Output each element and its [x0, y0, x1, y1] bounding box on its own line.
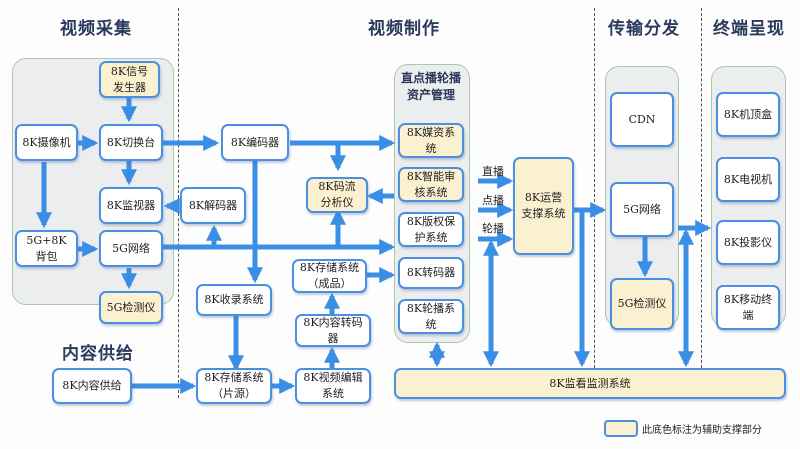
node-content-transcoder[interactable]: 8K内容转码器: [295, 314, 371, 347]
node-label: 5G网络: [112, 241, 150, 255]
node-label: 8K内容供给: [62, 379, 122, 393]
node-label: 8K版权保护系统: [406, 214, 456, 244]
flow-label-vod: 点播: [482, 194, 504, 207]
node-dist-5g-network[interactable]: 5G网络: [610, 182, 674, 237]
node-encoder[interactable]: 8K编码器: [221, 124, 289, 161]
node-label: 8K智能审核系统: [406, 169, 456, 199]
node-cdn[interactable]: CDN: [610, 92, 674, 147]
node-label: 8K解码器: [188, 198, 238, 212]
node-monitor[interactable]: 8K监视器: [99, 187, 163, 224]
node-ops-support[interactable]: 8K运营支撑系统: [513, 157, 574, 255]
section-heading-distribution: 传输分发: [608, 19, 680, 39]
node-tv[interactable]: 8K电视机: [716, 157, 780, 202]
legend-text: 此底色标注为辅助支撑部分: [642, 425, 762, 436]
node-label: 8K轮播系统: [406, 301, 456, 331]
node-storage-source[interactable]: 8K存储系统（片源）: [196, 368, 272, 404]
node-label: 8K转码器: [406, 266, 456, 280]
node-label: 8K电视机: [723, 172, 773, 186]
node-label: 5G检测仪: [617, 297, 667, 311]
divider-production-distribution: [594, 8, 595, 393]
node-label: 8K收录系统: [204, 293, 264, 307]
node-set-top-box[interactable]: 8K机顶盒: [716, 92, 780, 137]
legend-swatch: [604, 420, 638, 437]
node-switcher[interactable]: 8K切换台: [99, 124, 163, 161]
node-label: 8K媒资系统: [406, 125, 456, 155]
node-label: 8K机顶盒: [723, 107, 773, 121]
node-label: 8K信号发生器: [110, 64, 149, 94]
node-label: 8K投影仪: [723, 235, 773, 249]
node-label: 8K切换台: [106, 135, 156, 149]
asset-management-group: [394, 64, 470, 343]
flow-label-playout: 轮播: [482, 222, 504, 235]
node-decoder[interactable]: 8K解码器: [180, 187, 246, 224]
section-heading-supply: 内容供给: [62, 344, 134, 364]
asset-management-title: 直点播轮播资产管理: [400, 71, 461, 102]
node-label: 8K视频编辑系统: [303, 371, 363, 400]
node-transcoder[interactable]: 8K转码器: [398, 257, 464, 289]
node-capture-5g-network[interactable]: 5G网络: [99, 230, 163, 267]
divider-capture-production-lower: [178, 198, 179, 398]
node-signal-generator[interactable]: 8K信号发生器: [99, 61, 160, 98]
node-label: 8K监看监测系统: [549, 376, 631, 390]
node-capture-5g-tester[interactable]: 5G检测仪: [99, 291, 163, 324]
section-heading-production: 视频制作: [368, 19, 440, 39]
flow-label-live: 直播: [482, 165, 504, 178]
node-projector[interactable]: 8K投影仪: [716, 220, 780, 265]
section-heading-terminal: 终端呈现: [713, 19, 785, 39]
node-mobile[interactable]: 8K移动终端: [716, 285, 780, 330]
node-label: 8K运营支撑系统: [521, 191, 566, 220]
divider-distribution-terminal: [701, 8, 702, 393]
node-label: 8K存储系统（片源）: [204, 371, 264, 400]
node-label: 8K编码器: [230, 135, 280, 149]
node-label: 8K存储系统（成品）: [299, 261, 360, 290]
node-copyright[interactable]: 8K版权保护系统: [398, 212, 464, 247]
node-label: 5G+8K背包: [26, 233, 67, 263]
node-label: 8K码流分析仪: [318, 180, 356, 209]
node-label: 5G检测仪: [106, 300, 156, 314]
node-monitoring-system[interactable]: 8K监看监测系统: [394, 368, 786, 399]
node-video-editing[interactable]: 8K视频编辑系统: [295, 368, 371, 404]
section-heading-capture: 视频采集: [60, 19, 132, 39]
node-label: 8K摄像机: [22, 135, 71, 149]
node-label: 8K移动终端: [723, 292, 773, 322]
node-content-supply[interactable]: 8K内容供给: [52, 368, 132, 404]
node-label: 8K监视器: [106, 198, 156, 212]
node-smart-review[interactable]: 8K智能审核系统: [398, 167, 464, 202]
node-storage-final[interactable]: 8K存储系统（成品）: [292, 259, 367, 293]
node-recording[interactable]: 8K收录系统: [196, 284, 272, 316]
node-media-asset[interactable]: 8K媒资系统: [398, 123, 464, 158]
node-stream-analyzer[interactable]: 8K码流分析仪: [306, 177, 368, 213]
node-backpack[interactable]: 5G+8K背包: [15, 230, 78, 267]
divider-capture-production: [178, 8, 179, 198]
node-camera[interactable]: 8K摄像机: [15, 124, 78, 161]
node-playout[interactable]: 8K轮播系统: [398, 299, 464, 334]
node-dist-5g-tester[interactable]: 5G检测仪: [610, 278, 674, 330]
node-label: 8K内容转码器: [303, 315, 363, 345]
node-label: 5G网络: [623, 202, 661, 216]
node-label: CDN: [628, 112, 656, 126]
